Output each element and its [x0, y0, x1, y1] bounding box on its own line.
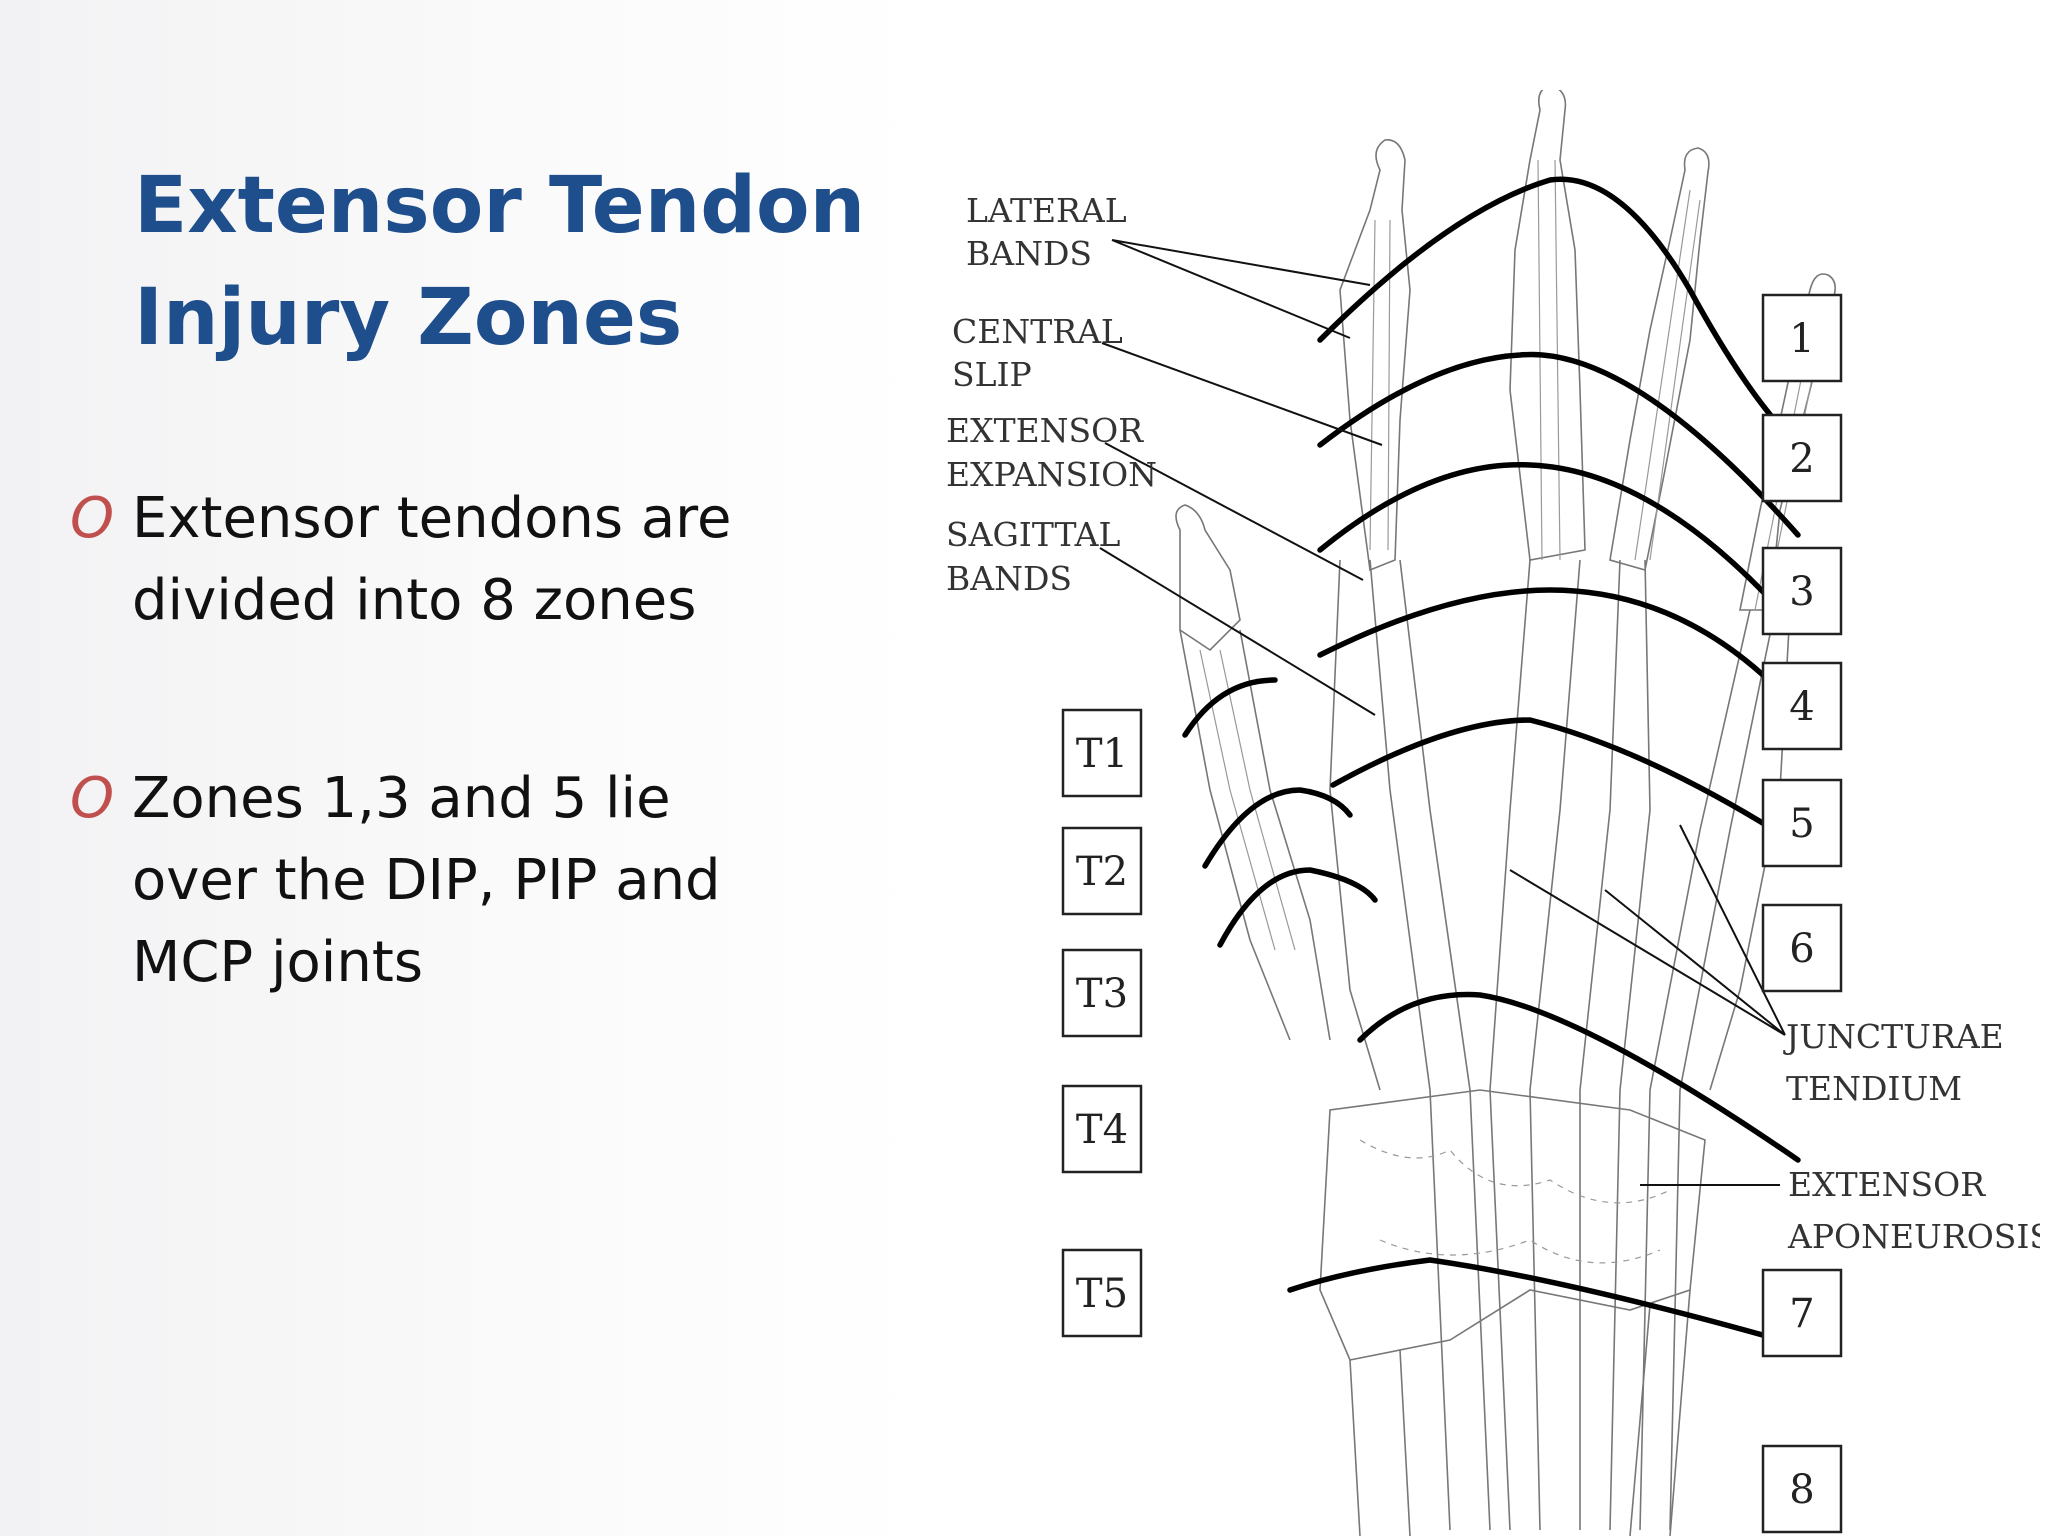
- label-juncturae-tendium-line-2: TENDIUM: [1786, 1069, 1962, 1108]
- bullet-marker: O: [70, 766, 115, 831]
- thumb-zone-boxes: T1 T2 T3 T4 T5: [1061, 708, 1143, 1338]
- finger-zone-8: 8: [1789, 1467, 1814, 1513]
- bullet-item-1: O Extensor tendons are divided into 8 zo…: [70, 478, 790, 642]
- bullet-list: O Extensor tendons are divided into 8 zo…: [70, 478, 790, 1120]
- label-extensor-aponeurosis-line-2: APONEUROSIS: [1787, 1217, 2040, 1256]
- thumb-zone-t3: T3: [1076, 971, 1128, 1017]
- label-sagittal-bands-line-2: BANDS: [946, 559, 1072, 598]
- hand-zone-svg: LATERAL BANDS CENTRAL SLIP EXTENSOR EXPA…: [946, 90, 2040, 1536]
- label-central-slip-line-1: CENTRAL: [952, 312, 1123, 351]
- anatomy-labels: LATERAL BANDS CENTRAL SLIP EXTENSOR EXPA…: [946, 191, 2040, 1256]
- finger-zone-1: 1: [1789, 316, 1814, 362]
- finger-zone-3: 3: [1789, 569, 1814, 615]
- hand-zone-diagram: LATERAL BANDS CENTRAL SLIP EXTENSOR EXPA…: [930, 90, 2040, 1536]
- finger-zone-boxes: 1 2 3 4 5 6 7 8: [1761, 293, 1843, 1534]
- bullet-line: MCP joints: [132, 930, 423, 995]
- thumb-zone-t2: T2: [1076, 849, 1128, 895]
- label-pointers: [1099, 239, 1786, 1186]
- thumb-zone-t1: T1: [1076, 731, 1128, 777]
- label-juncturae-tendium-line-1: JUNCTURAE: [1783, 1017, 2004, 1056]
- finger-zone-5: 5: [1789, 801, 1814, 847]
- bullet-line: divided into 8 zones: [132, 568, 697, 633]
- bullet-line: over the DIP, PIP and: [132, 848, 721, 913]
- slide-title-line-2: Injury Zones: [134, 273, 683, 363]
- label-lateral-bands-line-1: LATERAL: [966, 191, 1127, 230]
- label-extensor-expansion-line-1: EXTENSOR: [946, 411, 1144, 450]
- bullet-line: Zones 1,3 and 5 lie: [132, 766, 671, 831]
- slide-title: Extensor Tendon Injury Zones: [134, 150, 894, 374]
- bullet-item-2: O Zones 1,3 and 5 lie over the DIP, PIP …: [70, 758, 790, 1004]
- finger-zone-6: 6: [1789, 926, 1814, 972]
- bullet-line: Extensor tendons are: [132, 486, 732, 551]
- label-sagittal-bands-line-1: SAGITTAL: [946, 515, 1120, 554]
- finger-zone-7: 7: [1789, 1291, 1814, 1337]
- slide-title-line-1: Extensor Tendon: [134, 161, 866, 251]
- label-extensor-aponeurosis-line-1: EXTENSOR: [1788, 1165, 1986, 1204]
- finger-zone-4: 4: [1789, 684, 1814, 730]
- thumb-zone-t4: T4: [1076, 1107, 1128, 1153]
- label-extensor-expansion-line-2: EXPANSION: [946, 455, 1157, 494]
- label-central-slip-line-2: SLIP: [952, 355, 1032, 394]
- thumb-zone-t5: T5: [1076, 1271, 1128, 1317]
- zone-boundary-lines: [1182, 176, 1801, 1348]
- finger-zone-2: 2: [1789, 436, 1814, 482]
- label-lateral-bands-line-2: BANDS: [966, 234, 1092, 273]
- bullet-marker: O: [70, 486, 115, 551]
